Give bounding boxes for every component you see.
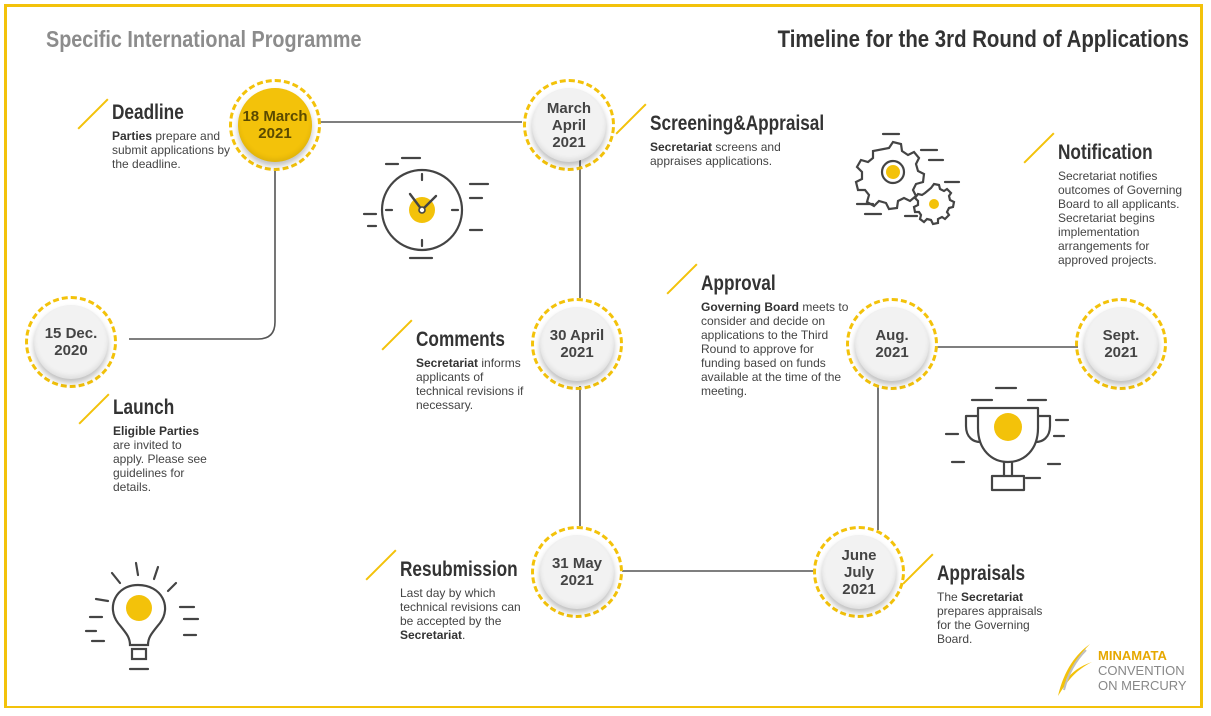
step-screening-text: Secretariat screens and appraises applic… — [650, 140, 781, 168]
node-screening: March April 2021 — [523, 79, 615, 171]
step-notification-text: Secretariat notifies outcomes of Governi… — [1058, 169, 1183, 267]
minamata-logo: MINAMATA CONVENTION ON MERCURY — [1046, 640, 1206, 704]
step-comments-text: Secretariat informs applicants of techni… — [416, 356, 524, 412]
node-deadline: 18 March 2021 — [229, 79, 321, 171]
step-resubmission: Resubmission Last day by which technical… — [365, 549, 526, 642]
node-resubmission: 31 May 2021 — [531, 526, 623, 618]
step-appraisals-title: Appraisals — [937, 562, 1026, 585]
step-appraisals-text: The Secretariat prepares appraisals for … — [937, 590, 1043, 646]
step-approval-text: Governing Board meets to consider and de… — [701, 300, 849, 398]
logo-line-2: CONVENTION — [1098, 663, 1185, 678]
trophy-icon — [944, 386, 1070, 492]
step-approval: Approval Governing Board meets to consid… — [666, 263, 851, 398]
step-deadline-title: Deadline — [112, 101, 184, 124]
step-resubmission-title: Resubmission — [400, 558, 518, 581]
node-notification: Sept. 2021 — [1075, 298, 1167, 390]
step-approval-title: Approval — [701, 272, 776, 295]
gears-icon — [854, 132, 961, 226]
clock-icon — [362, 156, 490, 260]
step-comments-title: Comments — [416, 328, 505, 351]
step-notification: Notification Secretariat notifies outcom… — [1023, 132, 1198, 267]
step-comments: Comments Secretariat informs applicants … — [381, 319, 534, 412]
minamata-logo-mark — [1058, 644, 1092, 696]
step-deadline-text: Parties prepare and submit applications … — [112, 129, 231, 171]
logo-line-1: MINAMATA — [1098, 648, 1167, 663]
step-launch: Launch Eligible Parties are invited to a… — [78, 393, 211, 494]
step-launch-title: Launch — [113, 396, 175, 419]
step-notification-title: Notification — [1058, 141, 1153, 164]
node-appraisals: June July 2021 — [813, 526, 905, 618]
step-deadline: Deadline Parties prepare and submit appl… — [77, 98, 234, 171]
timeline-title: Timeline for the 3rd Round of Applicatio… — [777, 26, 1189, 53]
node-comments: 30 April 2021 — [531, 298, 623, 390]
connector-launch-deadline — [129, 168, 276, 340]
node-launch: 15 Dec. 2020 — [25, 296, 117, 388]
step-resubmission-text: Last day by which technical revisions ca… — [400, 586, 521, 642]
step-screening: Screening&Appraisal Secretariat screens … — [615, 103, 825, 168]
logo-line-3: ON MERCURY — [1098, 678, 1187, 693]
lightbulb-icon — [84, 561, 200, 671]
step-appraisals: Appraisals The Secretariat prepares appr… — [902, 553, 1055, 646]
node-approval: Aug. 2021 — [846, 298, 938, 390]
programme-title: Specific International Programme — [46, 26, 362, 52]
step-screening-title: Screening&Appraisal — [650, 112, 825, 135]
step-launch-text: Eligible Parties are invited to apply. P… — [113, 424, 207, 494]
